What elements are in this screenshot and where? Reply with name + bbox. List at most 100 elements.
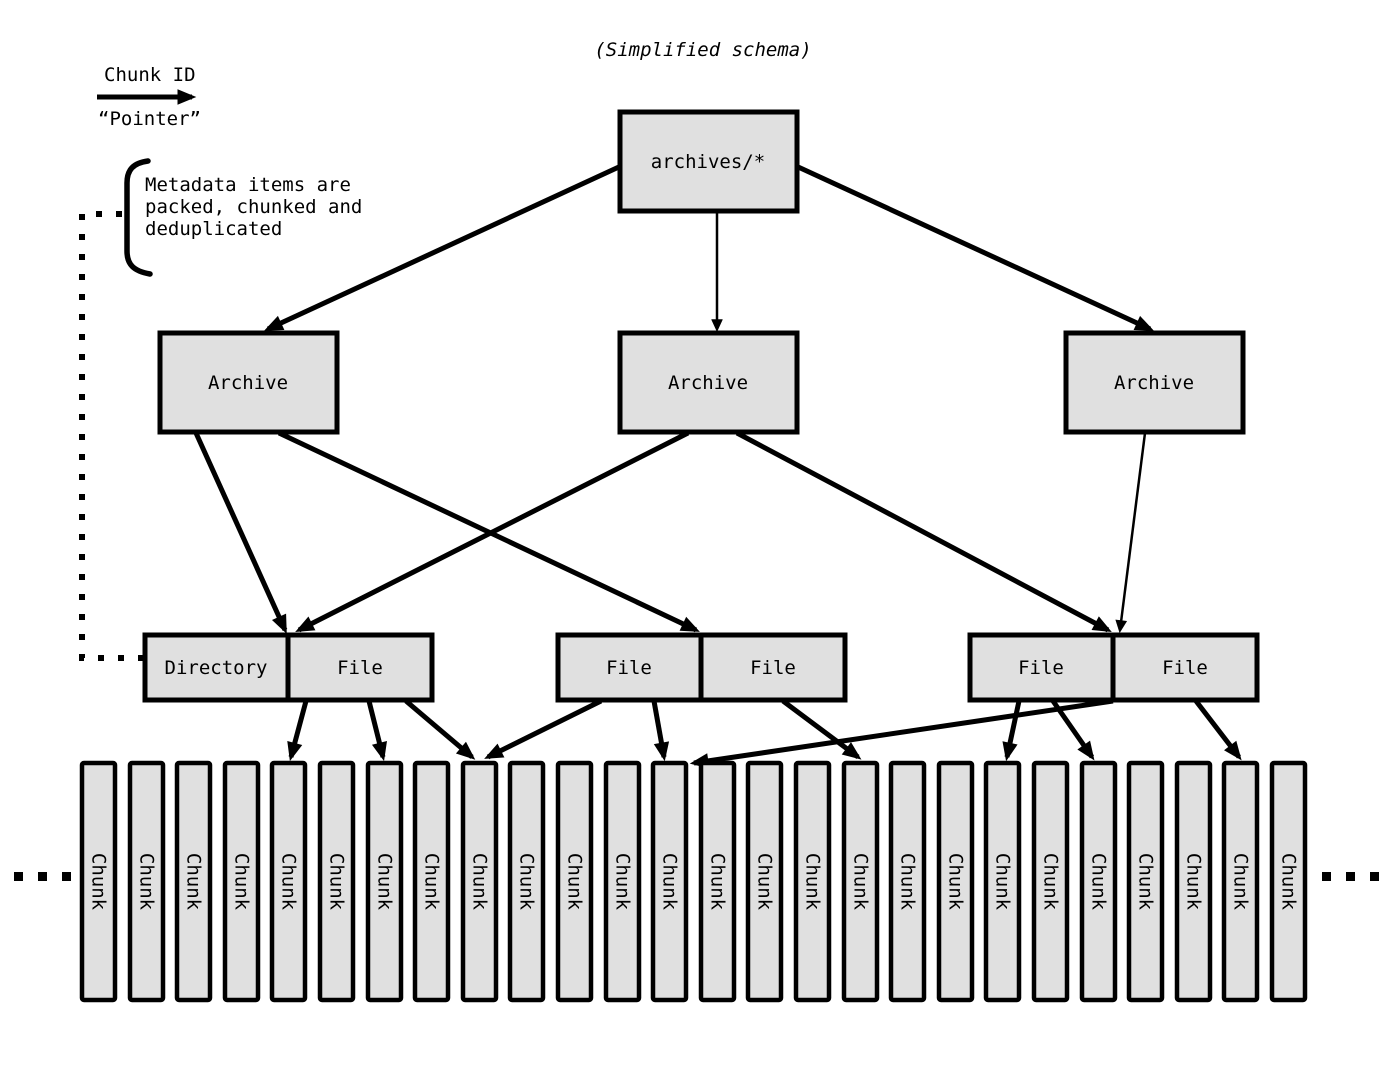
chunk-label: Chunk <box>516 853 538 911</box>
edge-archive-2-to-pair-3 <box>735 430 1112 633</box>
chunk-bar <box>460 760 499 1003</box>
chunk-label: Chunk <box>421 853 443 911</box>
ellipsis-dot <box>1346 872 1355 881</box>
archives-root-box <box>617 109 800 214</box>
node-pair-1: Directory File <box>142 632 435 703</box>
chunk-bar <box>1221 760 1260 1003</box>
chunk-bar <box>793 760 832 1003</box>
chunk-bar <box>888 760 927 1003</box>
edge-archive-2-to-pair-1 <box>295 430 690 633</box>
node-archive-3: Archive <box>1063 330 1246 435</box>
chunk-label: Chunk <box>1040 853 1062 911</box>
edge-pair-1-file-to-chunk-9 <box>404 699 476 760</box>
pair-1-cell-1-label: Directory <box>165 657 268 679</box>
chunk-label: Chunk <box>945 853 967 911</box>
chunk-label: Chunk <box>992 853 1014 911</box>
legend-top-label: Chunk ID <box>104 64 196 86</box>
chunk-label: Chunk <box>1183 853 1205 911</box>
ellipsis-dot <box>1370 872 1379 881</box>
annotation-line-2: packed, chunked and <box>145 196 362 218</box>
chunk-label: Chunk <box>564 853 586 911</box>
node-archive-2: Archive <box>617 330 800 435</box>
edge-pair-3-file-2-to-chunk-13 <box>689 698 1114 769</box>
chunk-label: Chunk <box>612 853 634 911</box>
edge-pair-2-file-1-to-chunk-13 <box>651 700 670 762</box>
chunk-bar <box>222 760 261 1003</box>
pair-2-cell-1-label: File <box>606 657 652 679</box>
dotted-connector <box>79 211 143 661</box>
archives-root-label: archives/* <box>651 151 765 173</box>
edge-archives-root-to-archive-1 <box>264 163 623 332</box>
diagram-title: (Simplified schema) <box>594 39 811 61</box>
chunk-label: Chunk <box>802 853 824 911</box>
ellipsis-dot <box>38 872 47 881</box>
annotation-line-3: deduplicated <box>145 218 282 240</box>
bracket-icon <box>124 158 153 277</box>
legend-bottom-label: “Pointer” <box>98 108 201 130</box>
chunk-bar <box>555 760 594 1003</box>
chunk-bar <box>603 760 642 1003</box>
chunk-label: Chunk <box>136 853 158 911</box>
edge-pair-2-file-2-to-chunk-17 <box>781 698 862 760</box>
archive-2-box <box>617 330 800 435</box>
chunk-bar <box>269 760 308 1003</box>
ellipsis-dot <box>14 872 23 881</box>
chunk-label: Chunk <box>374 853 396 911</box>
archive-3-label: Archive <box>1114 372 1194 394</box>
legend: Chunk ID “Pointer” <box>97 64 201 130</box>
edge-archive-1-to-pair-2 <box>277 430 700 633</box>
edge-archive-1-to-pair-1 <box>193 431 288 634</box>
chunk-bar <box>127 760 166 1003</box>
chunk-bar <box>1174 760 1213 1003</box>
chunk-bar <box>412 760 451 1003</box>
chunk-label: Chunk <box>469 853 491 911</box>
chunk-bar <box>983 760 1022 1003</box>
chunk-bar <box>365 760 404 1003</box>
edge-pair-1-file-to-chunk-5 <box>287 700 309 762</box>
edge-pair-3-file-2-to-chunk-25 <box>1194 699 1242 761</box>
chunk-label: Chunk <box>754 853 776 911</box>
chunk-bar <box>650 760 689 1003</box>
node-pair-3: File File <box>967 632 1260 703</box>
ellipsis-right <box>1322 872 1379 881</box>
pair-1-cell-2-label: File <box>337 657 383 679</box>
node-pair-2: File File <box>555 632 848 703</box>
chunk-label: Chunk <box>1230 853 1252 911</box>
chunk-bar <box>1126 760 1165 1003</box>
archive-1-box <box>157 330 340 435</box>
pair-3-cell-2-label: File <box>1162 657 1208 679</box>
pair-2-cell-2-label: File <box>750 657 796 679</box>
chunk-bar <box>1269 760 1308 1003</box>
chunk-label: Chunk <box>707 853 729 911</box>
chunk-label: Chunk <box>183 853 205 911</box>
archive-3-box <box>1063 330 1246 435</box>
chunk-label: Chunk <box>326 853 348 911</box>
edge-archive-3-to-pair-3 <box>1115 432 1147 634</box>
chunk-label: Chunk <box>659 853 681 911</box>
annotation-line-1: Metadata items are <box>145 174 351 196</box>
archive-2-label: Archive <box>668 372 748 394</box>
edge-pair-2-file-1-to-chunk-9 <box>484 698 603 760</box>
ellipsis-left <box>14 872 71 881</box>
pair-3-cell-1-label: File <box>1018 657 1064 679</box>
ellipsis-dot <box>62 872 71 881</box>
metadata-annotation: Metadata items are packed, chunked and d… <box>79 158 362 661</box>
chunk-label: Chunk <box>1135 853 1157 911</box>
chunk-label: Chunk <box>897 853 919 911</box>
ellipsis-dot <box>1322 872 1331 881</box>
chunk-label: Chunk <box>1278 853 1300 911</box>
chunk-row: Chunk Chunk Chunk Chunk Chunk Chunk Chunk Chunk… <box>79 760 1308 1003</box>
chunk-label: Chunk <box>278 853 300 911</box>
node-archive-1: Archive <box>157 330 340 435</box>
chunk-bar <box>79 760 118 1003</box>
chunk-bar <box>507 760 546 1003</box>
chunk-label: Chunk <box>88 853 110 911</box>
chunk-bar <box>936 760 975 1003</box>
edge-pair-3-file-1-to-chunk-20 <box>1002 700 1022 762</box>
edge-layer <box>193 163 1242 769</box>
chunk-bar <box>174 760 213 1003</box>
archive-1-label: Archive <box>208 372 288 394</box>
edge-archives-root-to-archive-3 <box>794 163 1154 332</box>
edge-pair-1-file-to-chunk-7 <box>366 700 387 762</box>
